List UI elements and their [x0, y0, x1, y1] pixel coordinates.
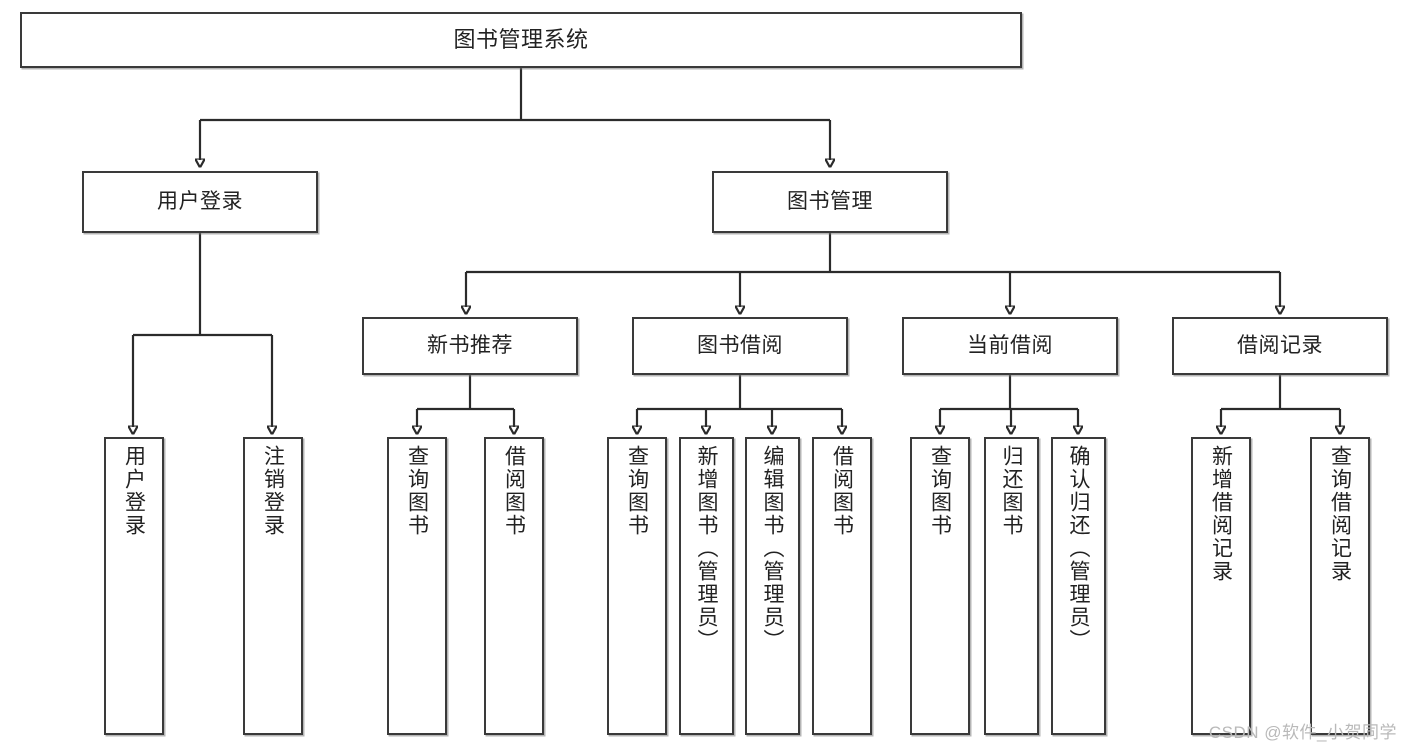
leaf-query-books-current[interactable]: 查询图书 — [910, 437, 970, 735]
leaf-add-borrow-record[interactable]: 新增借阅记录 — [1191, 437, 1251, 735]
node-label: 注销登录 — [261, 445, 285, 537]
node-label: 图书借阅 — [697, 333, 783, 357]
node-book-borrowing[interactable]: 图书借阅 — [632, 317, 848, 375]
leaf-add-book-admin[interactable]: 新增图书（管理员） — [679, 437, 734, 735]
node-label: 新书推荐 — [427, 333, 513, 357]
leaf-edit-book-admin[interactable]: 编辑图书（管理员） — [745, 437, 800, 735]
leaf-borrow-books-borrowing[interactable]: 借阅图书 — [812, 437, 872, 735]
node-label: 借阅图书 — [502, 445, 526, 537]
node-label: 查询图书 — [928, 445, 952, 537]
node-label: 归还图书 — [1000, 445, 1023, 537]
leaf-user-login[interactable]: 用户登录 — [104, 437, 164, 735]
node-new-book-recommendation[interactable]: 新书推荐 — [362, 317, 578, 375]
leaf-borrow-books-recommendation[interactable]: 借阅图书 — [484, 437, 544, 735]
node-label: 图书管理 — [787, 189, 873, 213]
leaf-query-borrow-record[interactable]: 查询借阅记录 — [1310, 437, 1370, 735]
leaf-logout[interactable]: 注销登录 — [243, 437, 303, 735]
node-book-management[interactable]: 图书管理 — [712, 171, 948, 233]
leaf-return-books[interactable]: 归还图书 — [984, 437, 1039, 735]
node-label: 图书管理系统 — [453, 27, 589, 53]
node-current-borrowing[interactable]: 当前借阅 — [902, 317, 1118, 375]
node-label: 确认归还（管理员） — [1067, 445, 1090, 652]
watermark-text: CSDN @软件_小贺同学 — [1208, 723, 1397, 742]
node-label: 用户登录 — [122, 445, 146, 537]
node-label: 编辑图书（管理员） — [761, 445, 784, 652]
node-label: 用户登录 — [157, 189, 243, 213]
node-label: 当前借阅 — [967, 333, 1053, 357]
leaf-confirm-return-admin[interactable]: 确认归还（管理员） — [1051, 437, 1106, 735]
node-label: 新增图书（管理员） — [695, 445, 718, 652]
node-borrow-records[interactable]: 借阅记录 — [1172, 317, 1388, 375]
node-label: 借阅记录 — [1237, 333, 1323, 357]
node-label: 查询借阅记录 — [1328, 445, 1352, 583]
node-label: 借阅图书 — [830, 445, 854, 537]
node-user-login[interactable]: 用户登录 — [82, 171, 318, 233]
leaf-query-books-recommendation[interactable]: 查询图书 — [387, 437, 447, 735]
node-label: 查询图书 — [405, 445, 429, 537]
node-label: 新增借阅记录 — [1209, 445, 1233, 583]
node-label: 查询图书 — [625, 445, 649, 537]
node-root-library-management-system[interactable]: 图书管理系统 — [20, 12, 1022, 68]
leaf-query-books-borrowing[interactable]: 查询图书 — [607, 437, 667, 735]
